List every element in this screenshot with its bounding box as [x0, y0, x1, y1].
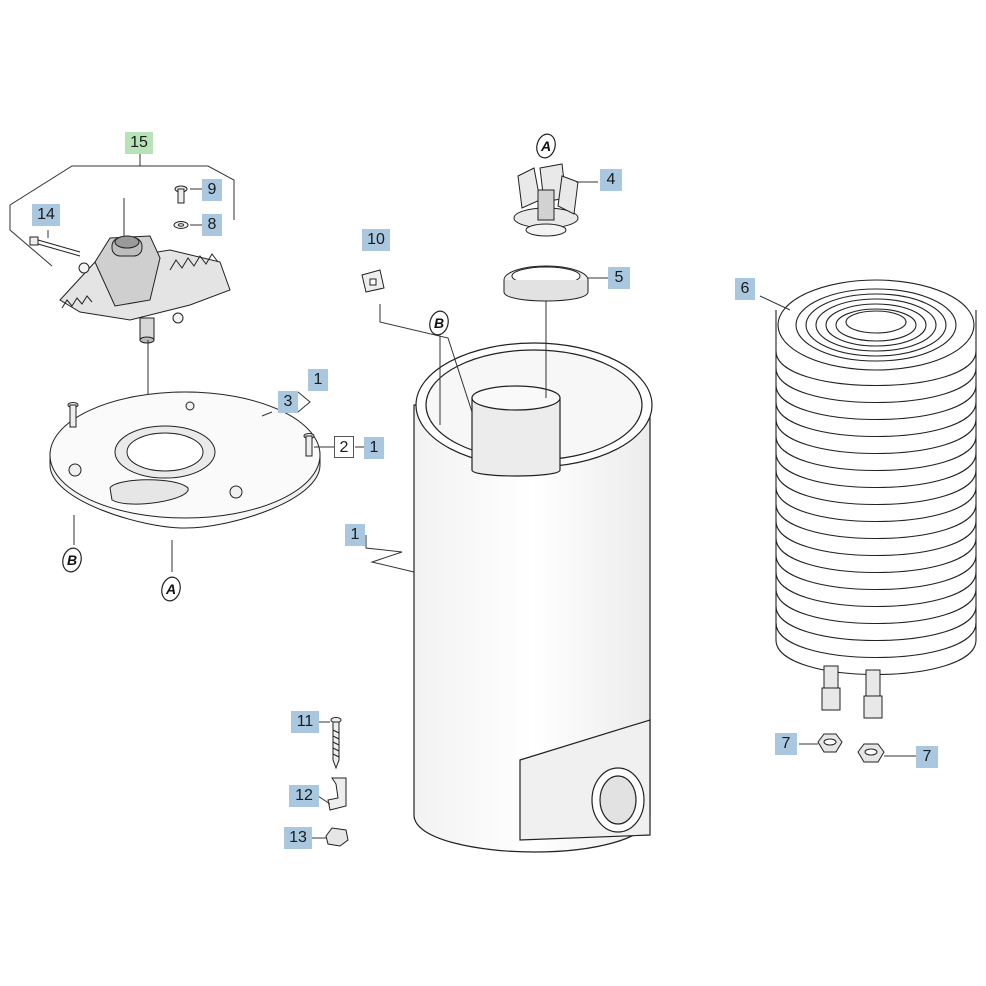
reference-marker-b-tube: B: [428, 310, 450, 336]
coil-winding: [775, 486, 977, 523]
reference-marker-a-top: A: [535, 133, 557, 159]
ring-part-5: [503, 265, 589, 302]
leader-line: [365, 535, 415, 573]
callout-15[interactable]: 15: [125, 132, 153, 154]
coil-winding: [775, 605, 977, 642]
nut-part-7-right: [857, 743, 885, 763]
callout-2[interactable]: 2: [334, 436, 354, 458]
coil-winding: [775, 469, 977, 506]
callout-10[interactable]: 10: [362, 229, 390, 251]
coil-winding: [775, 588, 977, 625]
callout-7-right[interactable]: 7: [916, 746, 938, 768]
coil-winding: [775, 452, 977, 489]
coil-winding: [775, 503, 977, 540]
nut-part-13: [325, 827, 349, 847]
assembly-bracket: [9, 153, 235, 267]
coil-winding: [775, 418, 977, 455]
callout-3[interactable]: 3: [278, 391, 298, 413]
coil-winding: [775, 350, 977, 387]
reference-marker-a-plate: A: [160, 576, 182, 602]
screw-part-9: [174, 185, 188, 204]
coil-winding: [775, 520, 977, 557]
callout-8[interactable]: 8: [202, 214, 222, 236]
callout-12[interactable]: 12: [289, 785, 319, 807]
callout-4[interactable]: 4: [600, 169, 622, 191]
callout-14[interactable]: 14: [32, 204, 60, 226]
callout-6[interactable]: 6: [735, 278, 755, 300]
control-unit-assembly: [59, 235, 231, 344]
nut-part-7-left: [817, 733, 843, 753]
leader-line: [759, 295, 791, 311]
bolt-part-2: [303, 433, 315, 457]
coil-winding: [775, 571, 977, 608]
reference-marker-b-plate: B: [61, 547, 83, 573]
cover-plate-part-3: [49, 391, 321, 529]
coil-fittings: [821, 665, 883, 719]
fan-part-4: [513, 163, 579, 237]
bracket-part-10: [361, 269, 385, 293]
coil-part-6: [775, 279, 977, 676]
plate-pin-left: [67, 402, 79, 428]
leader-line: [317, 795, 331, 805]
callout-1-plate[interactable]: 1: [308, 369, 328, 391]
coil-winding: [775, 554, 977, 591]
callout-1-tank[interactable]: 1: [345, 524, 365, 546]
coil-winding: [775, 622, 977, 659]
leader-line: [379, 304, 473, 413]
callout-13[interactable]: 13: [284, 827, 312, 849]
leader-line: [297, 391, 311, 413]
screw-part-11: [330, 717, 342, 770]
callout-7-left[interactable]: 7: [775, 733, 797, 755]
callout-9[interactable]: 9: [202, 179, 222, 201]
coil-winding: [775, 367, 977, 404]
callout-11[interactable]: 11: [291, 711, 319, 733]
coil-winding: [775, 384, 977, 421]
callout-5[interactable]: 5: [608, 267, 630, 289]
washer-part-8: [173, 221, 189, 229]
clip-part-12: [327, 777, 347, 811]
coil-winding: [775, 401, 977, 438]
coil-winding: [775, 435, 977, 472]
coil-winding: [775, 537, 977, 574]
screw-part-14: [29, 236, 81, 257]
tank-body-part-1: [413, 342, 653, 853]
callout-1-bolt[interactable]: 1: [364, 437, 384, 459]
leader-line: [261, 411, 273, 417]
